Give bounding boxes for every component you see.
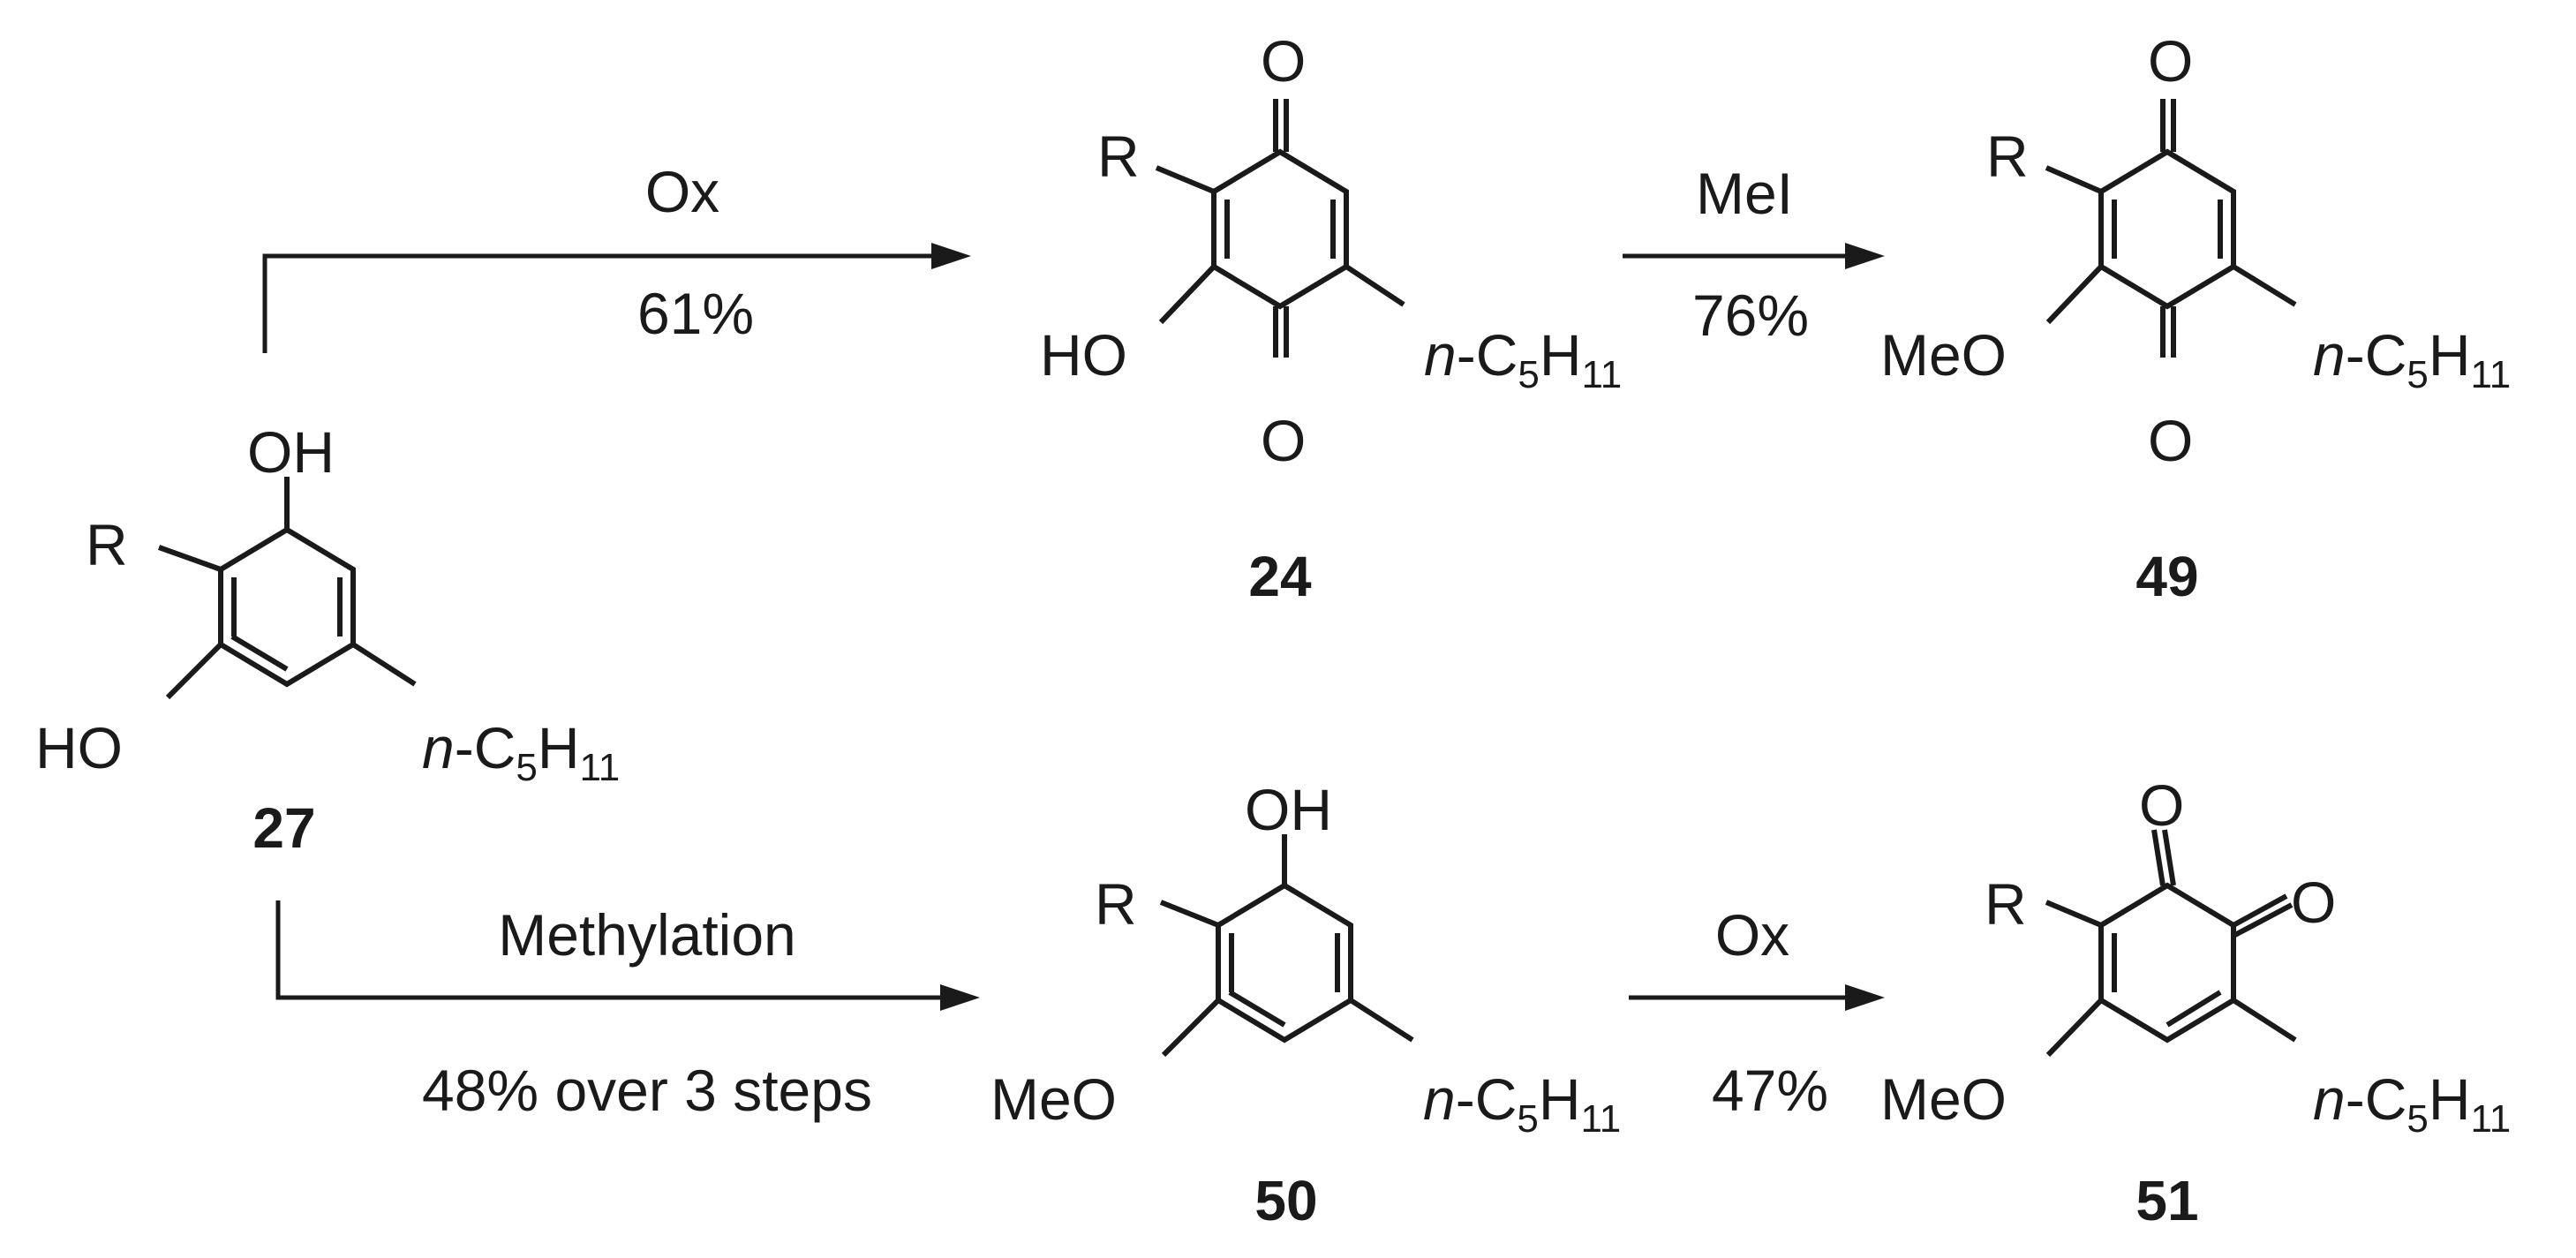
o-label: O <box>2148 28 2193 94</box>
compound-49-structure: O O R MeO 49 <box>1880 28 2512 608</box>
yield-mei: 76% <box>1692 282 1809 348</box>
o-label: O <box>1261 408 1306 473</box>
compound-51-label: 51 <box>2135 1169 2198 1232</box>
pentyl-label <box>2313 1066 2512 1141</box>
arrow-mei: MeI 76% <box>1623 161 1885 348</box>
compound-24-structure: O O R HO 24 <box>1040 28 1623 608</box>
o-label: O <box>2291 870 2336 935</box>
arrow-ox-1: Ox 61% <box>262 159 971 353</box>
r-label: R <box>1986 124 2029 189</box>
pentyl-label <box>422 715 621 789</box>
compound-51-ring <box>2098 882 2236 1043</box>
compound-24-ring <box>1211 148 1349 310</box>
oh-label: OH <box>1245 777 1332 842</box>
ho-label: HO <box>1040 322 1127 388</box>
oh-label: OH <box>247 419 335 485</box>
compound-27-label: 27 <box>252 796 315 860</box>
compound-50-label: 50 <box>1254 1169 1317 1232</box>
reagent-mei: MeI <box>1696 161 1793 226</box>
yield-ox-2: 47% <box>1712 1058 1828 1123</box>
compound-24-label: 24 <box>1248 545 1312 608</box>
o-label: O <box>1261 28 1306 94</box>
arrow-ox-2: Ox 47% <box>1629 902 1885 1123</box>
r-label: R <box>1097 124 1140 189</box>
compound-50-ring <box>1216 882 1353 1043</box>
reagent-ox-1: Ox <box>645 159 719 224</box>
compound-51-structure: O O R MeO 51 <box>1880 772 2512 1232</box>
compound-49-ring <box>2098 148 2236 310</box>
compound-50-structure: OH R MeO 50 <box>990 777 1622 1232</box>
arrow-methylation: Methylation 48% over 3 steps <box>275 900 980 1123</box>
pentyl-label <box>1423 1066 1622 1141</box>
yield-methylation: 48% over 3 steps <box>422 1058 872 1123</box>
meo-label: MeO <box>990 1066 1117 1132</box>
compound-49-label: 49 <box>2135 545 2198 608</box>
reagent-methylation: Methylation <box>498 902 796 968</box>
compound-27-structure: OH R HO 27 <box>35 419 621 860</box>
compound-27-ring <box>218 526 356 688</box>
pentyl-label <box>2313 322 2512 396</box>
r-label: R <box>86 512 128 577</box>
o-label: O <box>2139 772 2184 838</box>
o-label: O <box>2148 408 2193 473</box>
yield-ox-1: 61% <box>637 281 754 346</box>
ho-label: HO <box>35 715 123 780</box>
reagent-ox-2: Ox <box>1715 902 1789 968</box>
meo-label: MeO <box>1880 322 2007 388</box>
r-label: R <box>1985 871 2027 937</box>
r-label: R <box>1095 871 1137 937</box>
pentyl-label <box>1424 322 1623 396</box>
meo-label: MeO <box>1880 1066 2007 1132</box>
